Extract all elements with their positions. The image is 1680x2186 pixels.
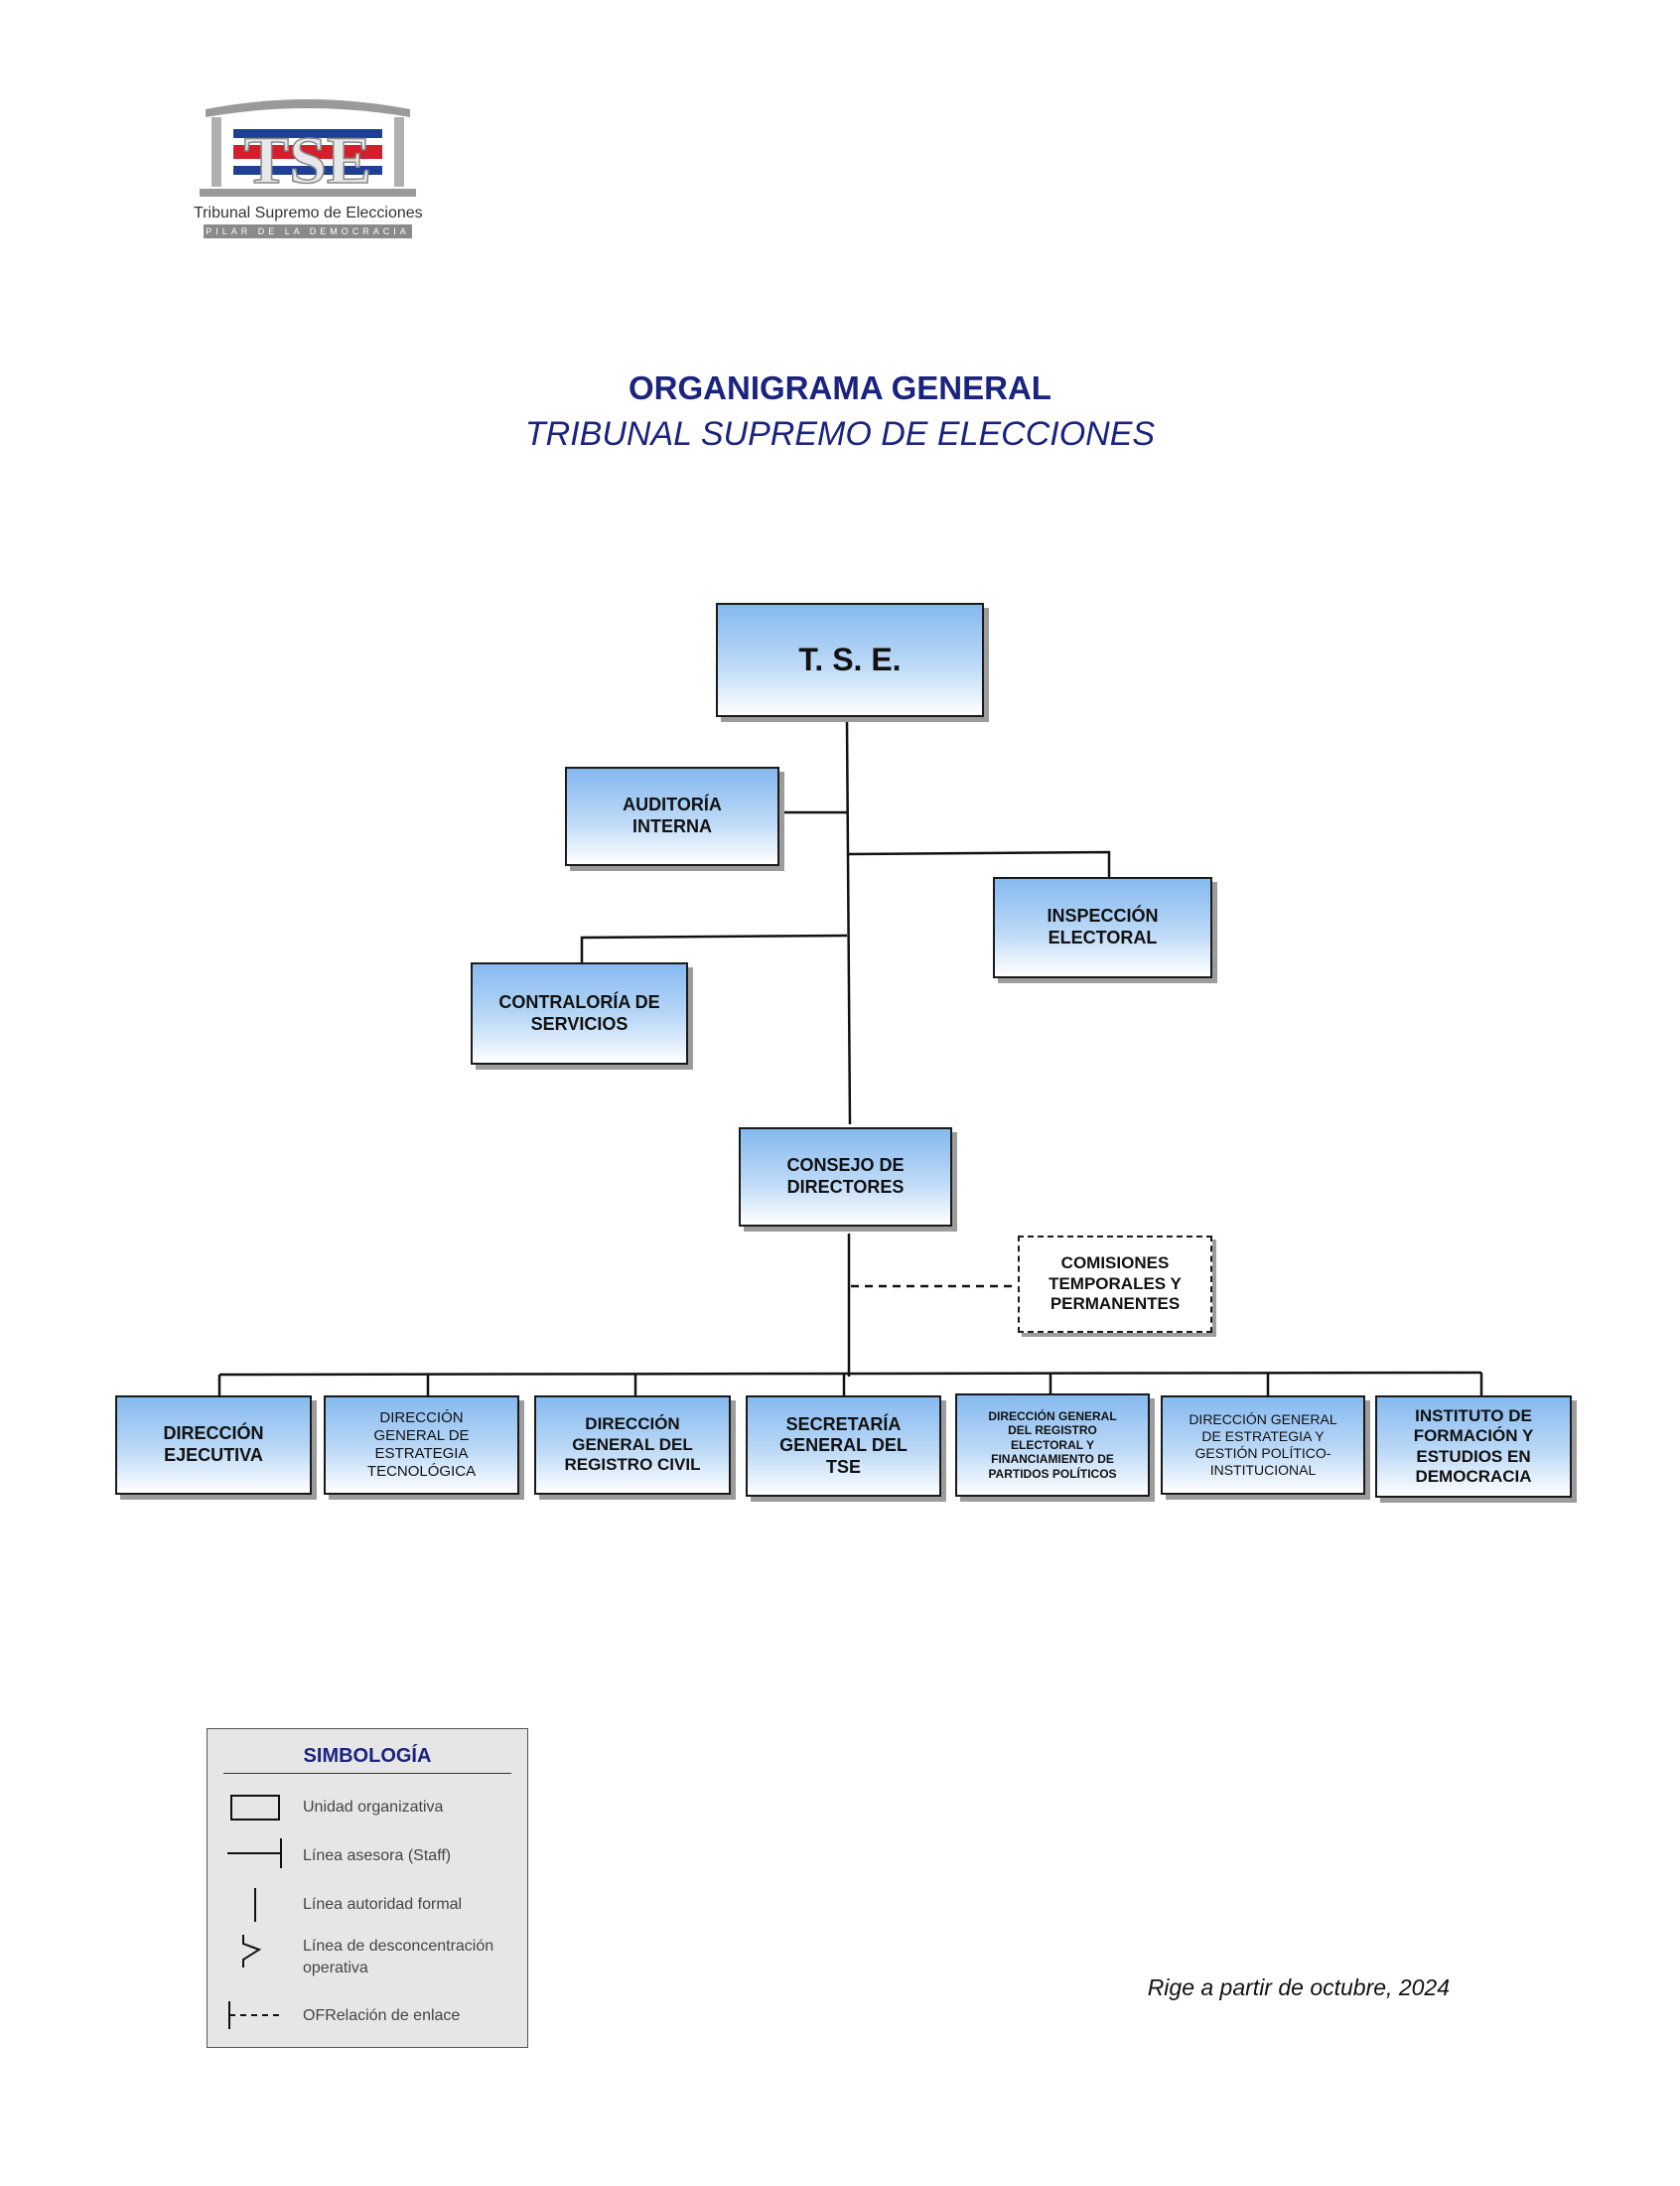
logo-name: Tribunal Supremo de Elecciones <box>194 205 423 221</box>
legend-symbols <box>227 1795 282 2029</box>
node-direccion-ejecutiva: DIRECCIÓN EJECUTIVA <box>115 1395 312 1495</box>
node-dir-estrategia-tec-label: DIRECCIÓN GENERAL DE ESTRATEGIA TECNOLÓG… <box>366 1409 477 1480</box>
page-subtitle: TRIBUNAL SUPREMO DE ELECCIONES <box>524 415 1156 453</box>
trunk-line <box>845 720 852 1125</box>
legend-item-link: OFRelación de enlace <box>303 2007 461 2024</box>
bottom-bus-line <box>218 1371 1482 1377</box>
legend-divider <box>223 1773 511 1774</box>
node-dir-registro-electoral-label: DIRECCIÓN GENERAL DEL REGISTRO ELECTORAL… <box>988 1409 1117 1481</box>
node-dir-registro-civil: DIRECCIÓN GENERAL DEL REGISTRO CIVIL <box>534 1395 731 1495</box>
node-dir-registro-electoral: DIRECCIÓN GENERAL DEL REGISTRO ELECTORAL… <box>955 1393 1150 1497</box>
node-dir-ejecutiva-label: DIRECCIÓN EJECUTIVA <box>163 1423 264 1465</box>
node-dir-estrategia-pol-label: DIRECCIÓN GENERAL DE ESTRATEGIA Y GESTIÓ… <box>1189 1411 1337 1478</box>
node-comisiones-label: COMISIONES TEMPORALES Y PERMANENTES <box>1049 1253 1182 1314</box>
node-comisiones: COMISIONES TEMPORALES Y PERMANENTES <box>1018 1236 1212 1333</box>
contraloria-connector <box>580 934 848 965</box>
node-inspeccion-label: INSPECCIÓN ELECTORAL <box>1047 906 1159 947</box>
legend-item-deconcentration: Línea de desconcentración operativa <box>303 1938 494 1976</box>
node-consejo-label: CONSEJO DE DIRECTORES <box>786 1155 905 1197</box>
node-consejo-directores: CONSEJO DE DIRECTORES <box>739 1127 952 1227</box>
node-instituto-label: INSTITUTO DE FORMACIÓN Y ESTUDIOS EN DEM… <box>1413 1405 1534 1486</box>
node-inspeccion-electoral: INSPECCIÓN ELECTORAL <box>993 877 1212 978</box>
legend-unit-icon <box>230 1795 280 1821</box>
node-auditoria-label: AUDITORÍA INTERNA <box>623 795 722 836</box>
legend-item-authority: Línea autoridad formal <box>303 1896 463 1913</box>
node-secretaria-general: SECRETARÍA GENERAL DEL TSE <box>746 1395 941 1497</box>
node-dir-estrategia-politico: DIRECCIÓN GENERAL DE ESTRATEGIA Y GESTIÓ… <box>1161 1395 1365 1495</box>
logo-tagline: PILAR DE LA DEMOCRACIA <box>204 224 412 238</box>
legend-title: SIMBOLOGÍA <box>303 1745 432 1767</box>
legend-panel: SIMBOLOGÍA Unidad organizativa Línea ase… <box>207 1728 528 2048</box>
svg-text:TSE: TSE <box>244 122 372 198</box>
effective-date: Rige a partir de octubre, 2024 <box>1147 1974 1450 2000</box>
legend-item-staff: Línea asesora (Staff) <box>303 1847 452 1864</box>
page-title: ORGANIGRAMA GENERAL <box>629 369 1051 406</box>
node-tse-label: T. S. E. <box>798 642 902 678</box>
legend-deconcentration-icon <box>242 1935 262 1967</box>
inspeccion-connector <box>846 850 1111 880</box>
tse-logo-emblem: TSE <box>200 99 416 199</box>
node-auditoria-interna: AUDITORÍA INTERNA <box>565 767 779 866</box>
node-secretaria-label: SECRETARÍA GENERAL DEL TSE <box>779 1413 908 1477</box>
node-instituto-formacion: INSTITUTO DE FORMACIÓN Y ESTUDIOS EN DEM… <box>1375 1395 1572 1498</box>
node-contraloria-label: CONTRALORÍA DE SERVICIOS <box>498 991 660 1034</box>
node-dir-registro-civil-label: DIRECCIÓN GENERAL DEL REGISTRO CIVIL <box>564 1414 701 1475</box>
legend-item-unit: Unidad organizativa <box>303 1799 444 1816</box>
tse-logo: TSE Tribunal Supremo de Elecciones PILAR… <box>194 95 423 240</box>
node-contraloria-servicios: CONTRALORÍA DE SERVICIOS <box>471 962 688 1065</box>
node-dir-estrategia-tecnologica: DIRECCIÓN GENERAL DE ESTRATEGIA TECNOLÓG… <box>324 1395 519 1495</box>
node-tse: T. S. E. <box>716 603 984 717</box>
